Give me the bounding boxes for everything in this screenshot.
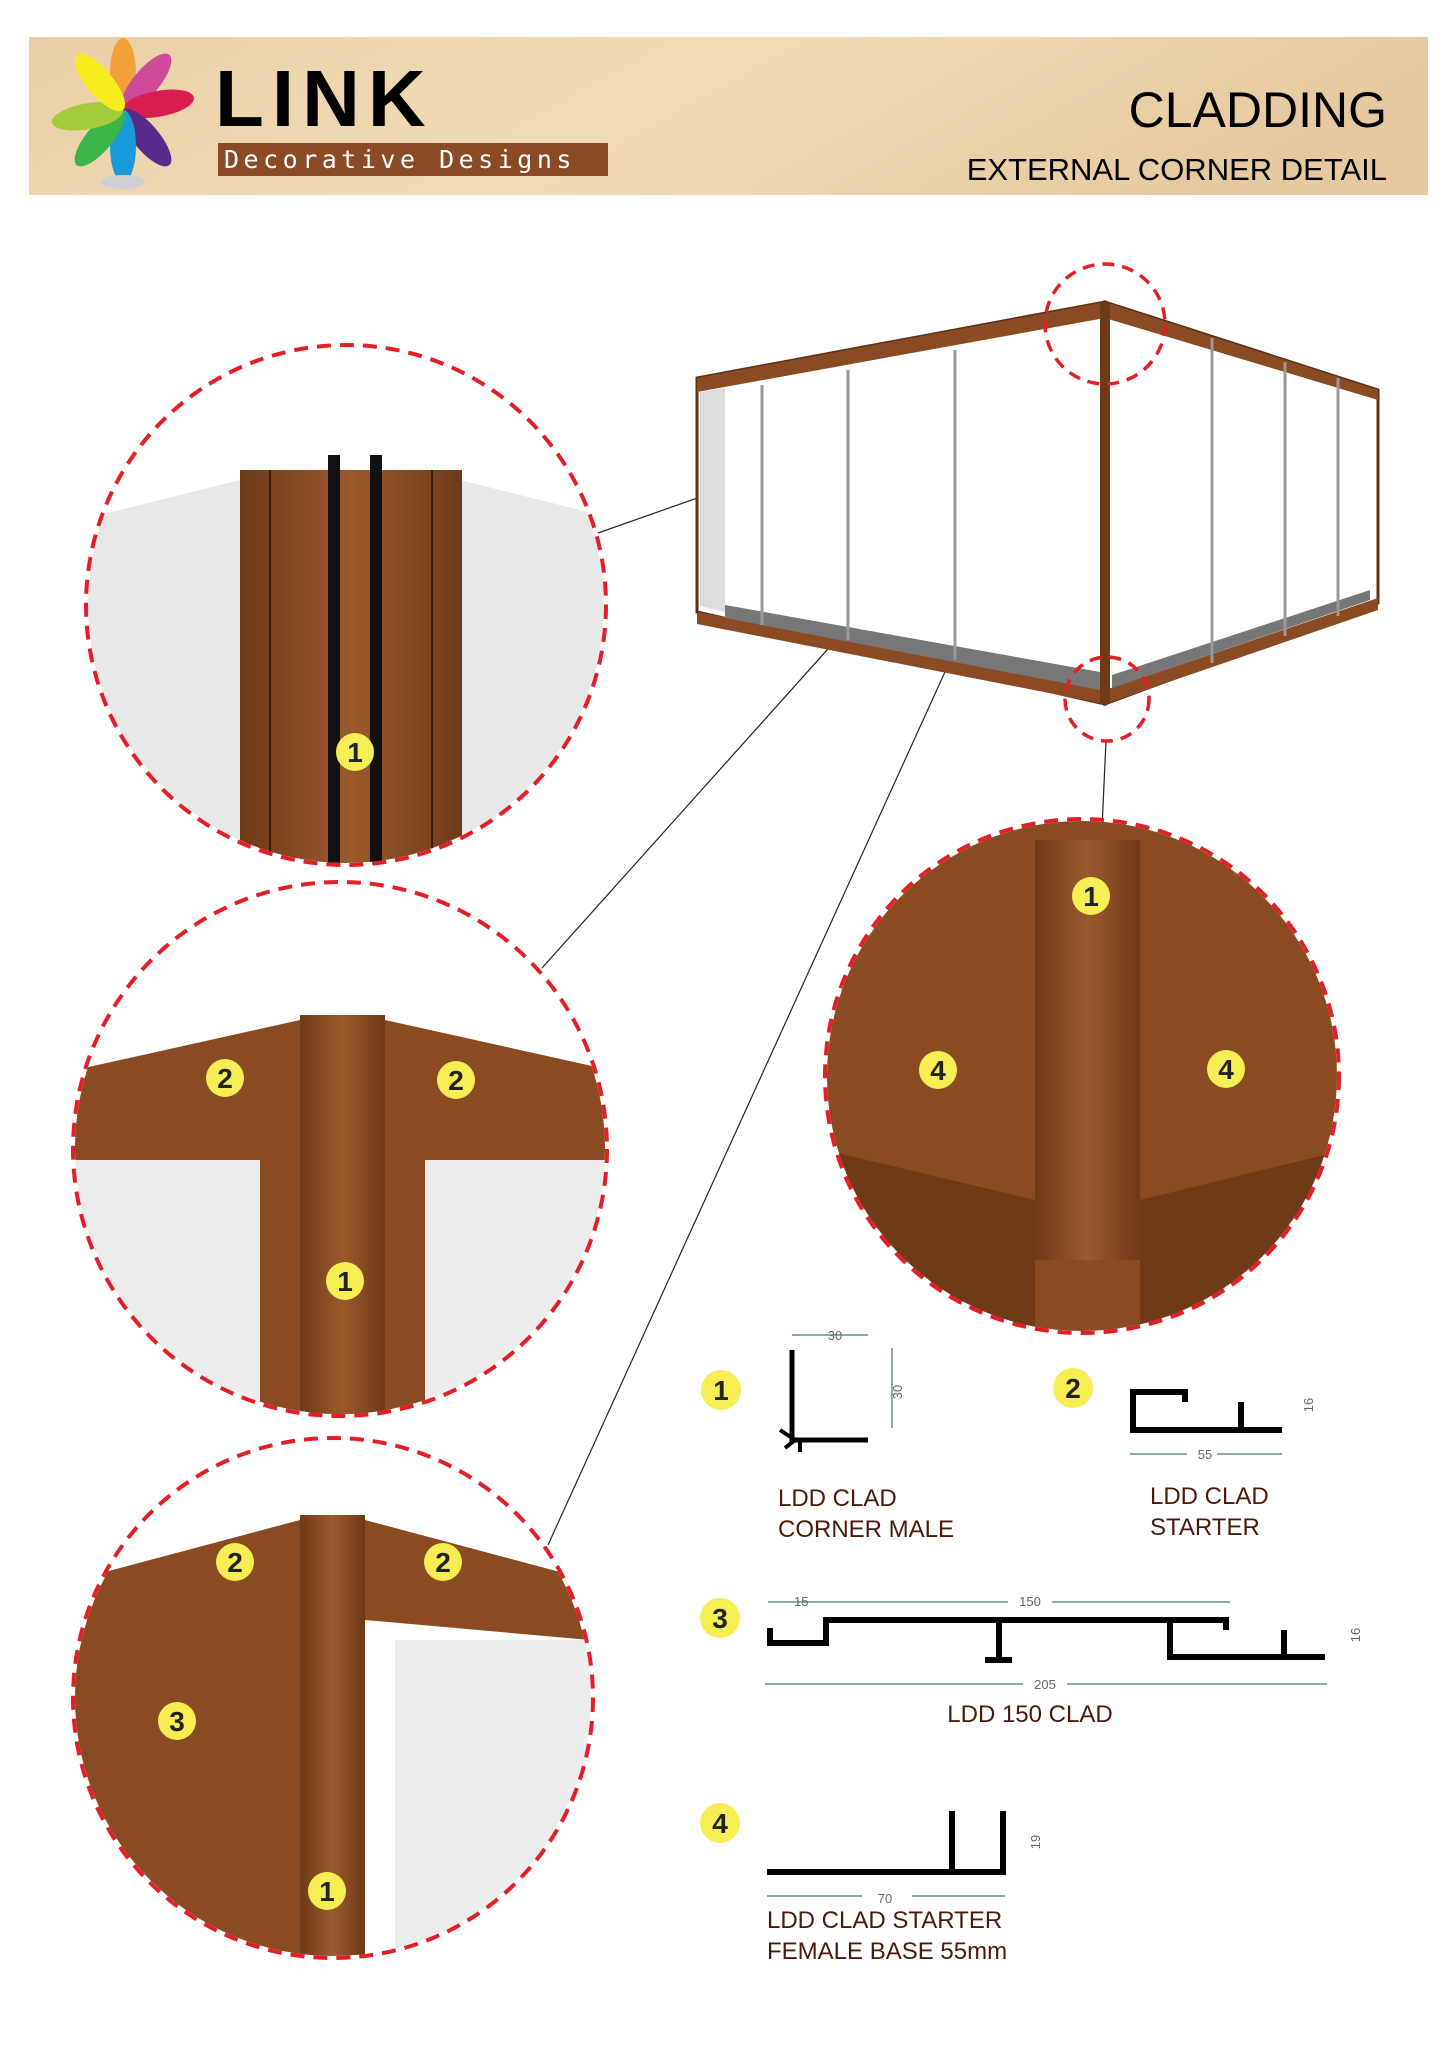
svg-text:70: 70	[878, 1891, 892, 1906]
callout-marker: 4	[919, 1051, 957, 1089]
svg-text:2: 2	[448, 1065, 464, 1096]
legend-item-150-clad: 3 15 150 205 16 LDD 150 CLAD	[700, 1594, 1363, 1728]
svg-text:1: 1	[337, 1266, 353, 1297]
callout-marker: 1	[336, 733, 374, 771]
callout-marker: 2	[424, 1543, 462, 1581]
svg-text:15: 15	[794, 1594, 808, 1609]
callout-marker: 4	[1207, 1050, 1245, 1088]
svg-text:55: 55	[1198, 1447, 1212, 1462]
svg-text:CORNER MALE: CORNER MALE	[778, 1516, 954, 1543]
svg-text:1: 1	[1083, 881, 1099, 912]
legend-item-corner-male: 1 30 30 LDD CLAD CORNER MALE	[701, 1328, 954, 1543]
callout-marker: 2	[437, 1061, 475, 1099]
bottom-corner-callout	[1063, 655, 1151, 743]
svg-text:1: 1	[347, 737, 363, 768]
svg-text:2: 2	[435, 1547, 451, 1578]
middle-corner-detail: 2 2 1	[71, 880, 609, 1418]
svg-text:150: 150	[1019, 1594, 1041, 1609]
svg-text:19: 19	[1028, 1835, 1043, 1849]
callout-marker: 1	[326, 1262, 364, 1300]
svg-text:LDD CLAD STARTER: LDD CLAD STARTER	[767, 1907, 1002, 1934]
legend-item-starter: 2 55 16 LDD CLAD STARTER	[1053, 1368, 1316, 1541]
svg-text:4: 4	[930, 1055, 946, 1086]
svg-text:2: 2	[227, 1547, 243, 1578]
cladding-corner-overview	[695, 299, 1380, 707]
svg-text:1: 1	[319, 1876, 335, 1907]
svg-text:16: 16	[1301, 1398, 1316, 1412]
header-banner: LINK Decorative Designs CLADDING EXTERNA…	[29, 37, 1428, 195]
svg-text:30: 30	[828, 1328, 842, 1343]
svg-text:3: 3	[712, 1603, 728, 1634]
svg-text:1: 1	[713, 1375, 729, 1406]
callout-marker: 2	[206, 1059, 244, 1097]
brand-logo: LINK	[215, 54, 434, 143]
svg-text:3: 3	[169, 1706, 185, 1737]
legend-item-starter-female: 4 70 19 LDD CLAD STARTER FEMALE BASE 55m…	[700, 1803, 1043, 1965]
top-corner-detail: 1	[84, 343, 608, 867]
svg-text:4: 4	[1218, 1054, 1234, 1085]
callout-marker: 1	[308, 1872, 346, 1910]
bottom-corner-detail: 2 2 3 1	[71, 1436, 595, 1960]
svg-text:STARTER: STARTER	[1150, 1514, 1260, 1541]
top-corner-callout	[1043, 262, 1167, 386]
bottom-corner-zoom-detail: 1 4 4	[823, 817, 1341, 1335]
callout-marker: 2	[216, 1543, 254, 1581]
page-title: CLADDING	[1129, 82, 1387, 138]
svg-text:16: 16	[1348, 1628, 1363, 1642]
svg-text:LDD 150 CLAD: LDD 150 CLAD	[947, 1701, 1112, 1728]
svg-text:4: 4	[712, 1808, 728, 1839]
svg-text:2: 2	[217, 1063, 233, 1094]
brand-tagline: Decorative Designs	[224, 145, 576, 174]
flower-logo-icon	[52, 38, 194, 189]
svg-text:LDD CLAD: LDD CLAD	[778, 1485, 897, 1512]
svg-text:30: 30	[890, 1385, 905, 1399]
callout-marker: 3	[158, 1702, 196, 1740]
callout-marker: 1	[1072, 877, 1110, 915]
svg-text:2: 2	[1065, 1373, 1081, 1404]
svg-text:205: 205	[1034, 1677, 1056, 1692]
page-subtitle: EXTERNAL CORNER DETAIL	[967, 152, 1387, 187]
svg-text:LDD CLAD: LDD CLAD	[1150, 1483, 1269, 1510]
svg-text:FEMALE BASE 55mm: FEMALE BASE 55mm	[767, 1938, 1007, 1965]
